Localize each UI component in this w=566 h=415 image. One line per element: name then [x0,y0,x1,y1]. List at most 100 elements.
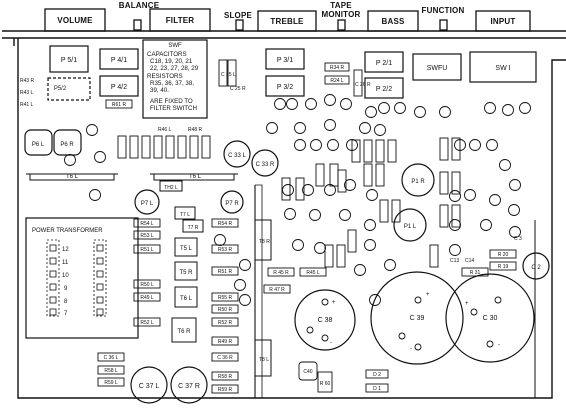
tape-monitor-shaft [337,19,346,31]
t5l-label: T5 L [180,246,193,252]
c39-label: C 39 [410,315,425,322]
c30-minus: - [498,342,500,348]
switch-blocks [47,45,537,101]
small-capacitor-40 [509,226,521,238]
c33l-label: C 33 L [228,153,246,159]
c38-minus: - [330,340,332,346]
switch-p5-1 [49,45,89,73]
small-resistor-20 [451,171,461,195]
cap-c37r [170,366,208,404]
small-capacitor-16 [294,139,306,151]
pin-12: 12 [62,247,69,253]
r47r-label: R 47 R [269,287,285,293]
c26-label: C 26 R [355,82,371,88]
small-caps [218,59,363,393]
c38-plus: + [332,300,336,306]
r51r-label: R51 R [218,269,233,275]
cap-c2 [522,252,550,280]
c39-plus: + [426,292,430,298]
swfu-label: SWFU [427,65,448,72]
swf-line-8: ARE FIXED TO [150,98,193,105]
r52l-label: R52 L [140,320,154,326]
small-capacitor-13 [484,102,496,114]
small-resistor-19 [439,171,449,195]
r54r-label: R54 R [218,221,233,227]
small-capacitor-22 [486,139,498,151]
board-outline [2,30,566,399]
small-capacitor-10 [394,102,406,114]
p7l-label: P7 L [141,201,154,207]
r48r-label: R48 R [188,127,203,133]
small-capacitor-50 [369,294,381,306]
small-capacitor-23 [499,159,511,171]
filter-label: FILTER [166,16,195,25]
function-label: FUNCTION [422,6,465,15]
pin-9: 9 [64,286,68,292]
r31-label: R 31 [470,270,481,276]
monitor-label: MONITOR [321,10,360,19]
small-capacitor-49 [384,259,396,271]
small-capacitor-55 [324,119,336,131]
t7l-label: T7 L [180,212,190,218]
t6r-label: T6 R [177,329,191,335]
small-resistor-13 [451,137,461,161]
slope-shaft [235,19,244,31]
pot-p7l [134,189,160,215]
swf-line-9: FILTER SWITCH [150,105,197,112]
small-resistor-27 [451,204,461,228]
small-capacitor-35 [309,209,321,221]
c3-label: C 3 [514,236,522,242]
small-capacitor-12 [439,106,451,118]
small-resistor-14 [315,163,325,187]
switch-p5-2 [47,77,91,101]
c33r-label: C 33 R [256,162,275,168]
pot-p1l [393,208,427,242]
swf-line-6: 39, 40. [150,87,169,94]
small-resistor-24 [336,244,346,268]
small-capacitor-21 [469,139,481,151]
c30-label: C 30 [483,315,498,322]
small-resistor-25 [324,244,334,268]
small-resistor-12 [439,137,449,161]
t8l-label: T8 L [259,357,269,363]
cap-c33r [251,149,279,177]
r20-label: R 20 [498,252,509,258]
cap-c33l [223,140,251,168]
c14-label: C14 [465,258,474,264]
small-capacitor-48 [449,244,461,256]
small-resistor-17 [375,163,385,187]
th2l-label: TH2 L [164,185,178,191]
switch-swfu [412,53,462,81]
switch-p3-1 [265,48,305,70]
small-capacitor-32 [489,194,501,206]
small-capacitor-46 [234,279,246,291]
small-capacitor-44 [214,234,226,246]
r61r-label: R61 R [112,102,127,108]
cap-c37l [130,366,168,404]
p4-2-label: P 4/2 [111,84,127,91]
r50l-label: R50 L [140,282,154,288]
small-capacitor-42 [314,242,326,254]
small-capacitor-2 [64,154,76,166]
small-capacitor-56 [359,122,371,134]
p2-2-label: P 2/2 [376,86,392,93]
cap-c38 [294,289,356,351]
small-capacitor-17 [310,139,322,151]
r49r-label: R49 R [218,339,233,345]
sw1-label: SW I [495,65,510,72]
c25l-label: C 25 L [221,72,236,78]
small-capacitor-0 [86,124,98,136]
r45l-label: R45 L [306,270,320,276]
r55r-label: R55 R [218,295,233,301]
pot-p6l [24,129,53,156]
small-resistor-1 [129,135,139,159]
r41l-label: R41 L [20,102,34,108]
slope-label: SLOPE [224,11,253,20]
small-capacitor-29 [449,190,461,202]
p3-2-label: P 3/2 [277,84,293,91]
p6r-label: P6 R [60,142,74,148]
r54l-label: R54 L [140,221,154,227]
small-capacitor-39 [480,219,492,231]
r24l-label: R24 L [330,78,344,84]
switch-p2-2 [364,77,404,99]
